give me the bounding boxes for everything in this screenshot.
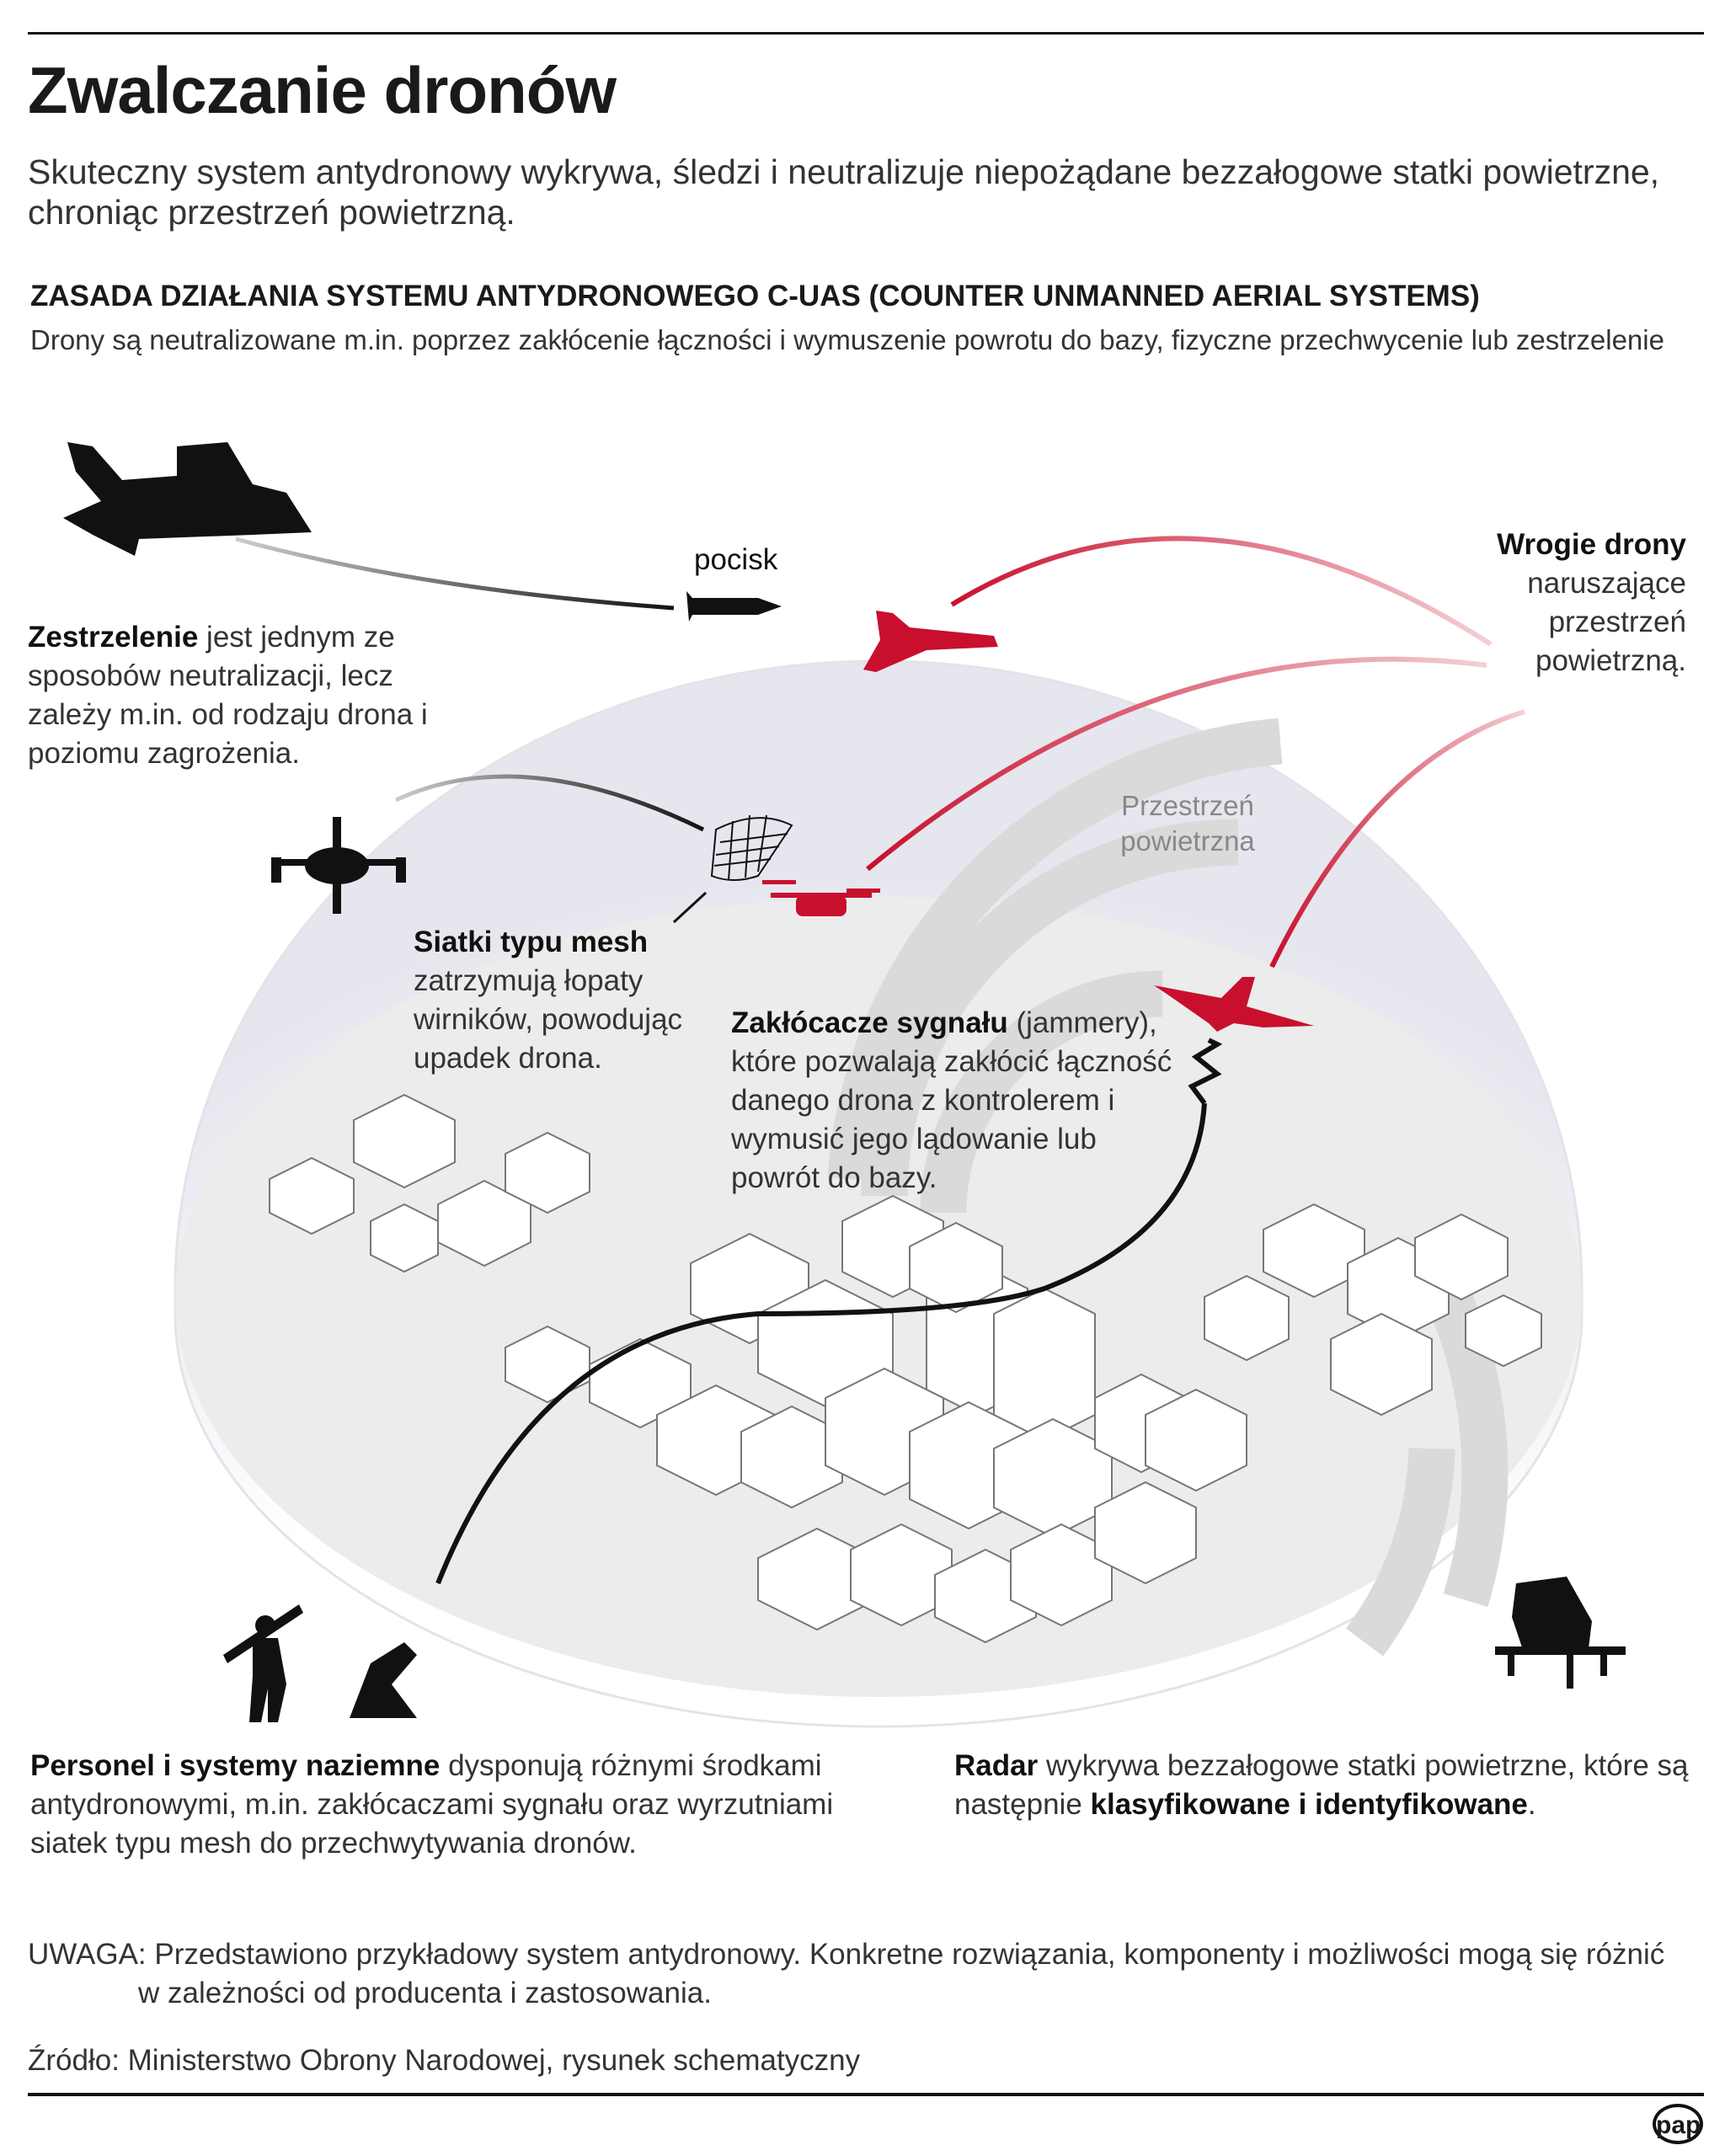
mesh-net-icon xyxy=(710,814,793,881)
mesh-trajectory xyxy=(394,774,705,832)
enemy-drones-title: Wrogie drony xyxy=(1497,528,1686,561)
soldier-icon xyxy=(223,1604,303,1722)
missile-icon xyxy=(686,591,782,622)
enemy-drones-annotation: Wrogie drony naruszające przestrzeń powi… xyxy=(1497,526,1686,680)
radar-end: . xyxy=(1527,1788,1536,1821)
enemy-line: naruszające xyxy=(1527,567,1686,600)
bottom-rule xyxy=(28,2093,1704,2096)
airspace-label: Przestrzeń powietrzna xyxy=(1087,788,1289,859)
jammer-text: (jammery), które pozwalają zakłócić łącz… xyxy=(731,1006,1172,1194)
missile-trajectory xyxy=(235,536,675,611)
missile-label: pocisk xyxy=(694,543,778,576)
fighter-jet-icon xyxy=(63,442,312,556)
ground-launcher-icon xyxy=(350,1642,417,1718)
jammer-title: Zakłócacze sygnału xyxy=(731,1006,1008,1039)
enemy-trajectory-2 xyxy=(866,656,1487,872)
enemy-line: powietrzną. xyxy=(1535,644,1686,677)
personnel-title: Personel i systemy naziemne xyxy=(30,1749,441,1782)
jammer-signal-path xyxy=(435,1102,1207,1585)
source: Źródło: Ministerstwo Obrony Narodowej, r… xyxy=(28,2044,861,2077)
airspace-label-line: Przestrzeń xyxy=(1121,790,1254,821)
radar-text: wykrywa bezzałogowe statki powietrzne, k… xyxy=(954,1749,1689,1821)
enemy-drone-shahed-icon xyxy=(863,611,998,672)
radar-waves xyxy=(827,718,1509,1657)
radar-icon xyxy=(1495,1577,1626,1689)
airspace-label-line: powietrzna xyxy=(1120,825,1255,857)
enemy-quadcopter-icon xyxy=(762,880,880,916)
personnel-text: dysponują różnymi środkami antydronowymi… xyxy=(30,1749,834,1860)
shootdown-text: jest jednym ze sposobów neutralizacji, l… xyxy=(28,621,428,770)
top-rule xyxy=(28,32,1704,35)
enemy-trajectory-1 xyxy=(950,536,1493,647)
jamming-zigzag-icon xyxy=(1188,1038,1223,1105)
section-subheading: Drony są neutralizowane m.in. poprzez za… xyxy=(30,324,1664,355)
pap-logo: pap xyxy=(1653,2104,1703,2144)
enemy-trajectory-3 xyxy=(1269,709,1525,969)
mesh-annotation: Siatki typu mesh zatrzymują łopaty wirni… xyxy=(414,923,700,1078)
note-line-2: w zależności od producenta i zastosowani… xyxy=(138,1977,712,2009)
note: UWAGA: Przedstawiono przykładowy system … xyxy=(28,1935,1704,2013)
ground-area xyxy=(175,897,1582,1697)
mesh-pointer xyxy=(672,891,708,924)
shootdown-title: Zestrzelenie xyxy=(28,621,199,654)
shootdown-annotation: Zestrzelenie jest jednym ze sposobów neu… xyxy=(28,618,441,773)
radar-emphasis: klasyfikowane i identyfikowane xyxy=(1090,1788,1528,1821)
enemy-line: przestrzeń xyxy=(1548,606,1686,638)
enemy-fixed-wing-drone-icon xyxy=(1154,977,1314,1032)
subtitle: Skuteczny system antydronowy wykrywa, śl… xyxy=(28,152,1660,232)
page-title: Zwalczanie dronów xyxy=(28,53,617,127)
note-line-1: UWAGA: Przedstawiono przykładowy system … xyxy=(28,1938,1665,1971)
radar-title: Radar xyxy=(954,1749,1039,1782)
section-heading: ZASADA DZIAŁANIA SYSTEMU ANTYDRONOWEGO C… xyxy=(30,280,1480,312)
mesh-text: zatrzymują łopaty wirników, powodując up… xyxy=(414,964,683,1075)
mesh-title: Siatki typu mesh xyxy=(414,926,649,958)
friendly-drone-icon xyxy=(271,817,406,914)
jammer-annotation: Zakłócacze sygnału (jammery), które pozw… xyxy=(731,1004,1178,1198)
radar-annotation: Radar wykrywa bezzałogowe statki powietr… xyxy=(954,1747,1696,1824)
personnel-annotation: Personel i systemy naziemne dysponują ró… xyxy=(30,1747,873,1863)
